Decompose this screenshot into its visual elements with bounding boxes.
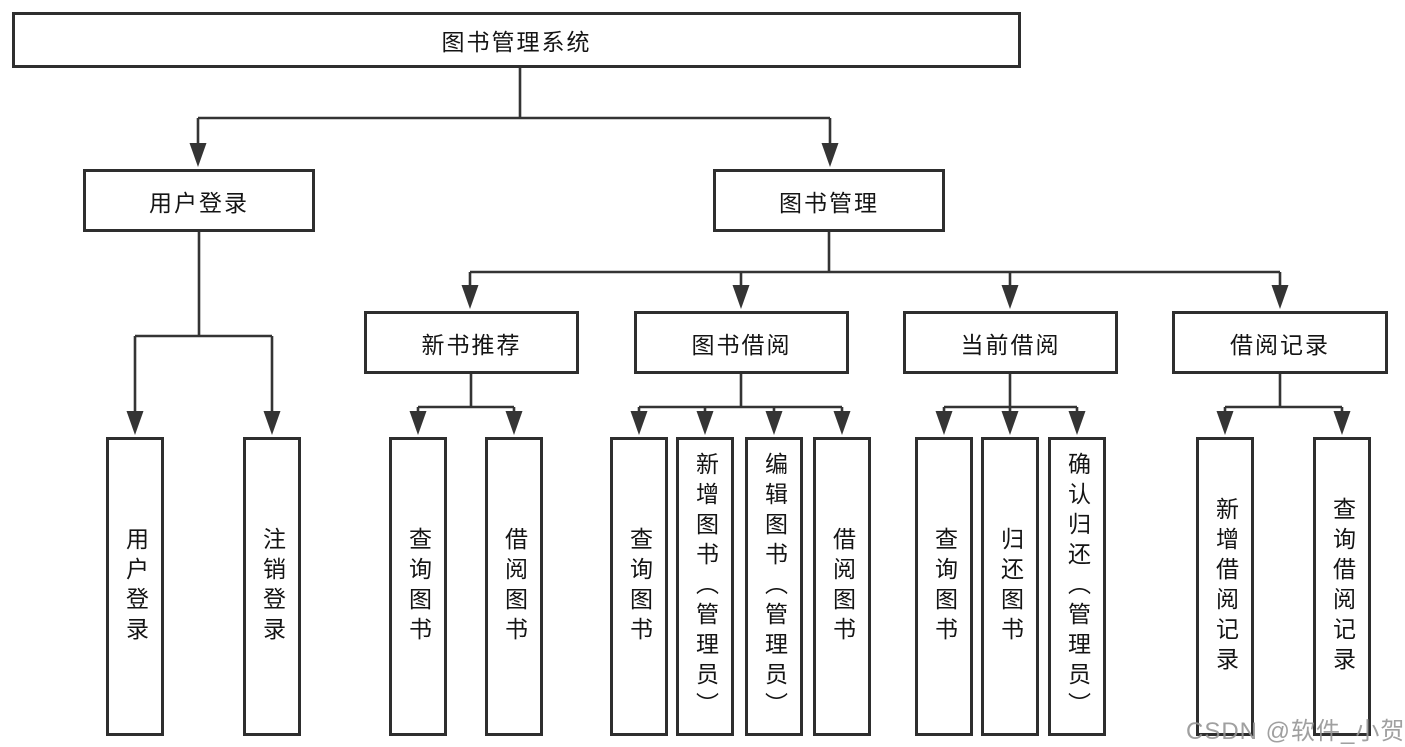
node-user-login-label: 用户登录	[149, 189, 249, 216]
node-user-login: 用户登录	[83, 169, 315, 232]
leaf-borrow-books-label: 借阅图书	[829, 526, 856, 647]
leaf-borrow-books: 借阅图书	[813, 437, 871, 736]
leaf-edit-book-admin-label: 编辑图书（管理员）	[761, 451, 788, 722]
node-root-library-system: 图书管理系统	[12, 12, 1021, 68]
leaf-user-login-label: 用户登录	[122, 526, 149, 647]
leaf-logout: 注销登录	[243, 437, 301, 736]
leaf-query-books-borrow-label: 查询图书	[626, 526, 653, 647]
leaf-return-book: 归还图书	[981, 437, 1039, 736]
leaf-query-books-recommend-label: 查询图书	[405, 526, 432, 647]
node-book-borrow-label: 图书借阅	[691, 331, 792, 358]
leaf-query-books-current: 查询图书	[915, 437, 973, 736]
node-current-borrow-label: 当前借阅	[960, 331, 1061, 358]
leaf-edit-book-admin: 编辑图书（管理员）	[745, 437, 803, 736]
leaf-add-borrow-record: 新增借阅记录	[1196, 437, 1254, 736]
csdn-watermark: CSDN @软件_小贺同学	[1186, 718, 1405, 745]
leaf-add-borrow-record-label: 新增借阅记录	[1212, 496, 1239, 677]
node-book-borrow: 图书借阅	[634, 311, 849, 374]
leaf-add-book-admin-label: 新增图书（管理员）	[692, 451, 719, 722]
node-book-management-label: 图书管理	[779, 189, 879, 216]
leaf-confirm-return-admin-label: 确认归还（管理员）	[1064, 451, 1091, 722]
leaf-borrow-books-recommend: 借阅图书	[485, 437, 543, 736]
leaf-query-books-borrow: 查询图书	[610, 437, 668, 736]
leaf-query-books-current-label: 查询图书	[931, 526, 958, 647]
node-root-label: 图书管理系统	[441, 29, 592, 55]
node-borrow-records-label: 借阅记录	[1230, 331, 1330, 358]
leaf-query-borrow-record-label: 查询借阅记录	[1329, 496, 1356, 677]
node-new-book-recommend-label: 新书推荐	[421, 331, 522, 358]
leaf-logout-label: 注销登录	[259, 526, 286, 647]
leaf-add-book-admin: 新增图书（管理员）	[676, 437, 734, 736]
leaf-user-login: 用户登录	[106, 437, 164, 736]
leaf-borrow-books-recommend-label: 借阅图书	[501, 526, 528, 647]
leaf-query-books-recommend: 查询图书	[389, 437, 447, 736]
leaf-confirm-return-admin: 确认归还（管理员）	[1048, 437, 1106, 736]
node-borrow-records: 借阅记录	[1172, 311, 1388, 374]
node-new-book-recommend: 新书推荐	[364, 311, 579, 374]
leaf-return-book-label: 归还图书	[997, 526, 1024, 647]
node-book-management: 图书管理	[713, 169, 945, 232]
leaf-query-borrow-record: 查询借阅记录	[1313, 437, 1371, 736]
node-current-borrow: 当前借阅	[903, 311, 1118, 374]
